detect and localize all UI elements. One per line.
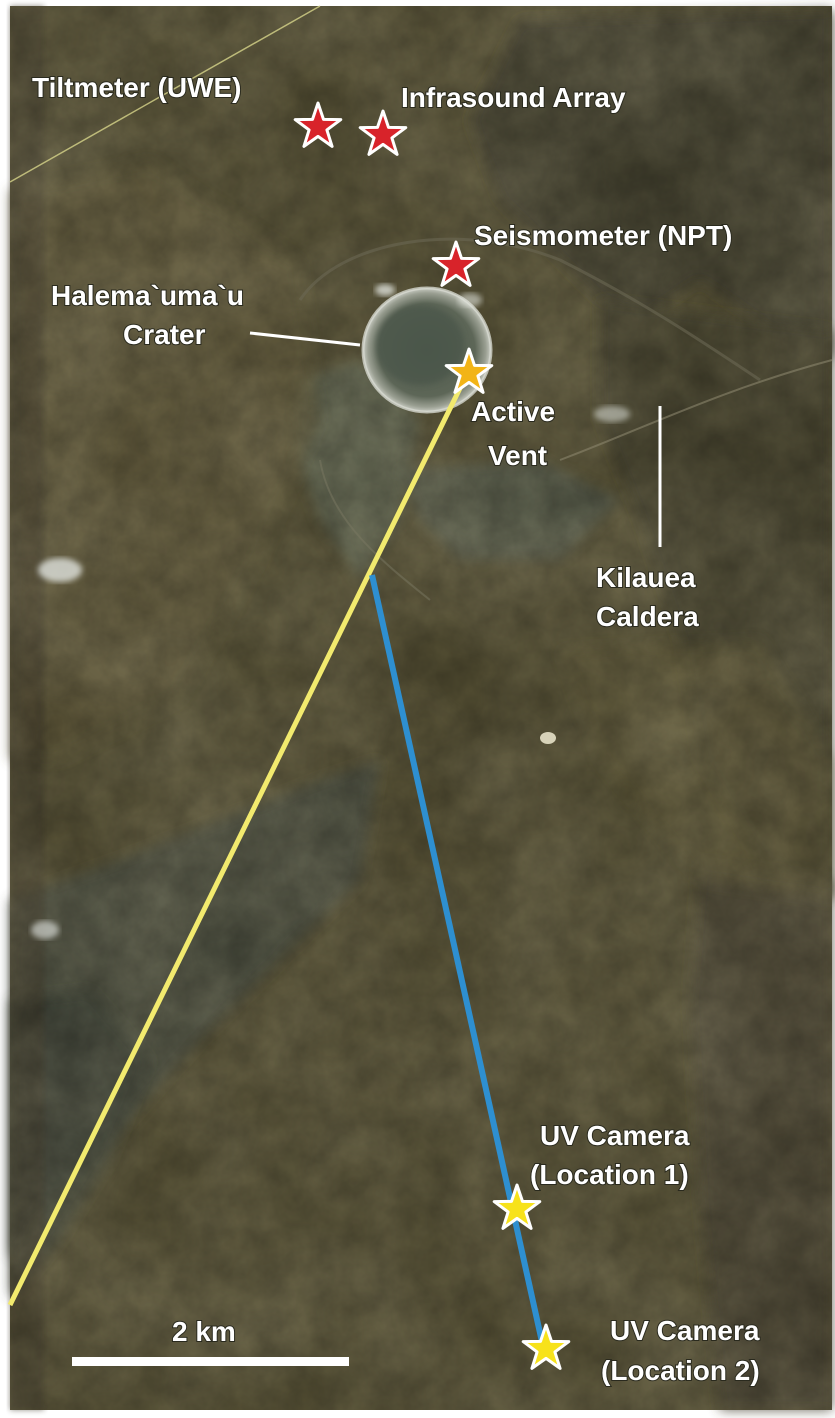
uv-camera-1-label-line2: (Location 1) <box>530 1159 689 1190</box>
caldera-label-line1: Kilauea <box>596 562 696 593</box>
uv-camera-2-label-line1: UV Camera <box>610 1315 760 1346</box>
uv-camera-2-label-line2: (Location 2) <box>601 1355 760 1386</box>
crater-label-line2: Crater <box>123 319 206 350</box>
markers <box>293 101 571 1370</box>
yellow-sight-line <box>7 374 469 1307</box>
infrasound-label: Infrasound Array <box>401 82 626 113</box>
crater-label-line1: Halema`uma`u <box>51 280 244 311</box>
scale-bar: 2 km <box>72 1315 349 1366</box>
infrasound-star-marker <box>358 109 408 156</box>
caldera-label-line2: Caldera <box>596 601 699 632</box>
crater-leader-line <box>249 331 361 347</box>
vent-label-line2: Vent <box>488 440 547 471</box>
tiltmeter-label: Tiltmeter (UWE) <box>32 72 242 103</box>
scale-bar-line <box>72 1357 349 1366</box>
active-vent-star-marker <box>444 347 494 394</box>
scale-bar-label: 2 km <box>172 1316 236 1347</box>
seismometer-label: Seismometer (NPT) <box>474 220 732 251</box>
uv-camera-location-2-star-marker <box>521 1323 571 1370</box>
uv-camera-1-label-line1: UV Camera <box>540 1120 690 1151</box>
tiltmeter-star-marker <box>293 101 343 148</box>
seismometer-star-marker <box>431 240 481 287</box>
uv-camera-location-1-star-marker <box>492 1183 542 1230</box>
vent-label-line1: Active <box>471 396 555 427</box>
